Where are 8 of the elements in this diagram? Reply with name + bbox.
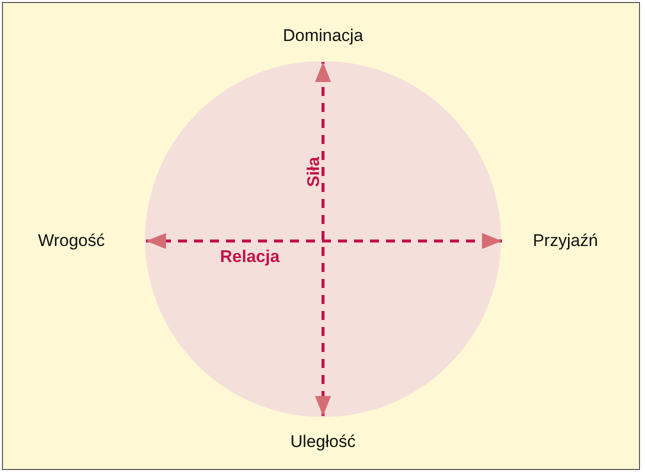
axis-label: Dominacja [282, 26, 364, 46]
edge-label: Siła [304, 156, 324, 187]
axis-label: Wrogość [38, 231, 105, 251]
axis-label: Przyjaźń [532, 231, 598, 251]
double-arrow [315, 62, 331, 416]
double-arrow [146, 233, 502, 249]
axis-label: Uległość [290, 432, 356, 452]
edge-label: Relacja [220, 247, 280, 267]
